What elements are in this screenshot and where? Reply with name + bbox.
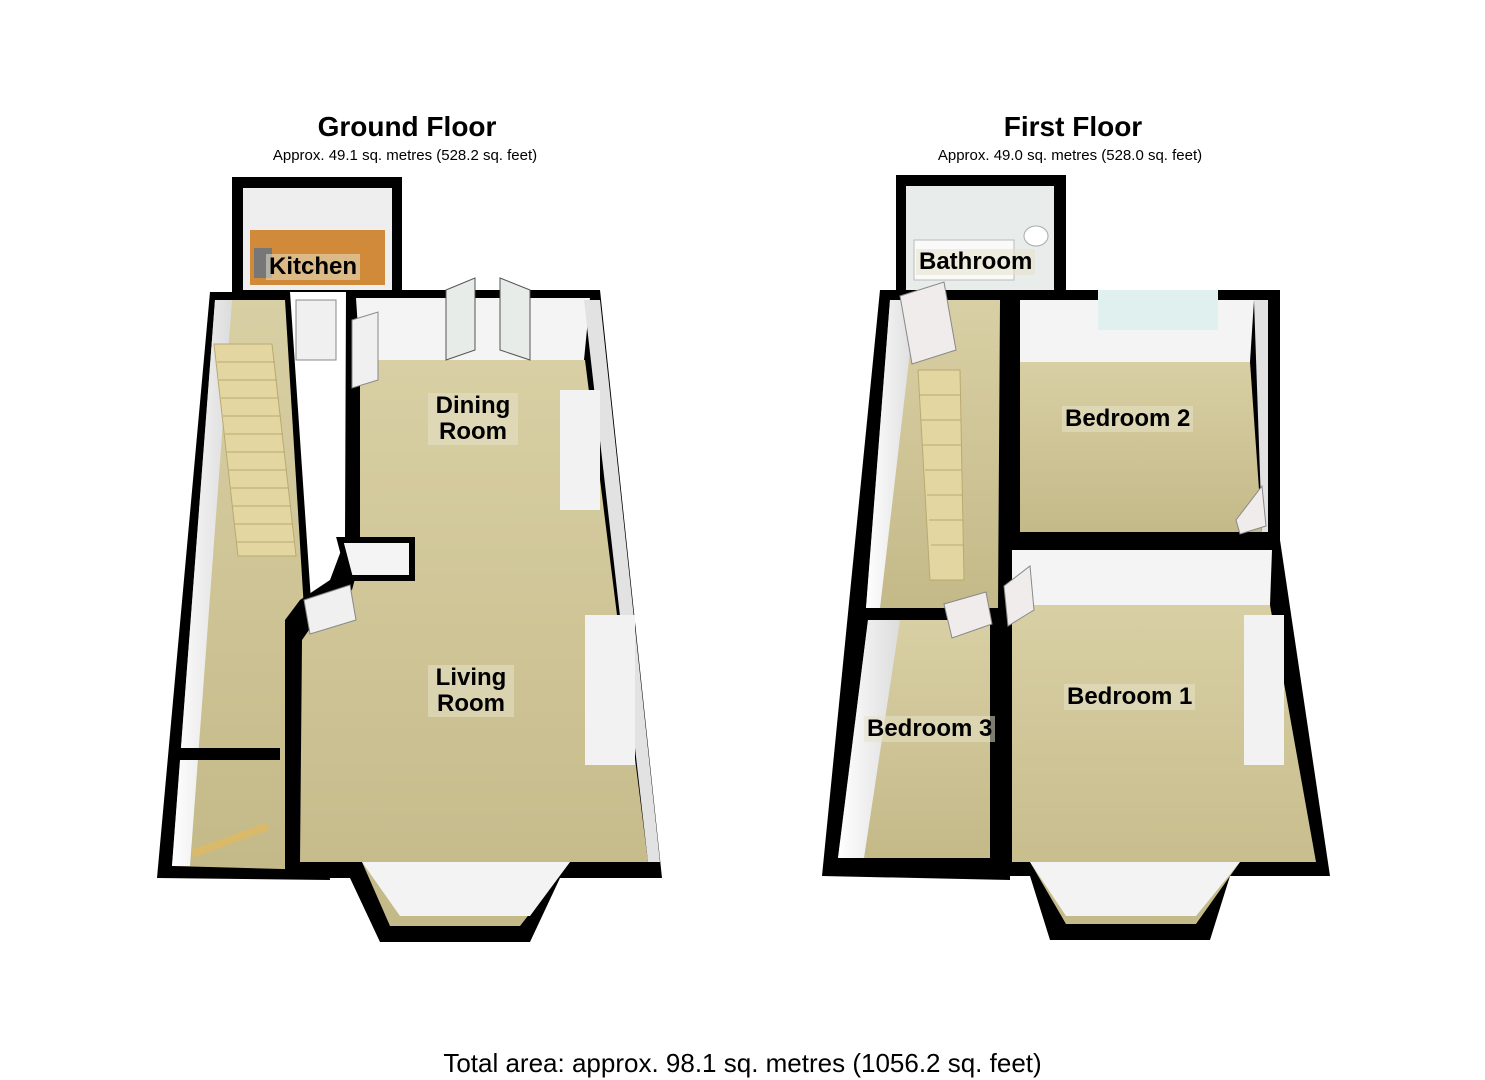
- room-label-bedroom-1: Bedroom 1: [1064, 684, 1196, 710]
- room-label-living-room: Living Room: [428, 665, 514, 717]
- room-label-bedroom-2: Bedroom 2: [1062, 406, 1194, 432]
- living-partition: [336, 537, 415, 581]
- bathroom-door: [899, 281, 957, 365]
- bedroom-2-door: [1235, 484, 1267, 535]
- bay-window: [362, 862, 570, 916]
- bedroom-1-door: [1003, 565, 1035, 627]
- bedroom-2-floor: [1020, 362, 1262, 532]
- room-label-kitchen: Kitchen: [266, 254, 361, 280]
- dining-partition: [346, 360, 360, 536]
- hall-left-wall: [172, 300, 232, 866]
- bedroom-3-divider: [856, 608, 1002, 618]
- living-chimney: [585, 615, 635, 765]
- basin: [1023, 225, 1049, 247]
- room-label-bathroom: Bathroom: [916, 249, 1036, 275]
- dining-chimney: [560, 390, 600, 510]
- bedroom-1-back-wall: [1012, 550, 1272, 605]
- room-label-bedroom-3: Bedroom 3: [864, 716, 996, 742]
- stairs-ground: [213, 343, 297, 557]
- porch-door: [191, 822, 269, 858]
- bedroom-1-bay: [1030, 862, 1240, 916]
- kitchen-door: [295, 299, 337, 361]
- dining-door: [351, 311, 379, 389]
- ground-floor-area: Approx. 49.1 sq. metres (528.2 sq. feet): [272, 147, 538, 164]
- french-door-right: [499, 277, 531, 361]
- ground-floor-plan: [157, 177, 662, 942]
- first-floor-plan: [822, 175, 1330, 940]
- first-floor-title: First Floor: [1003, 111, 1143, 142]
- bedroom-1-chimney: [1244, 615, 1284, 765]
- total-area: Total area: approx. 98.1 sq. metres (105…: [443, 1048, 1042, 1078]
- first-floor-area: Approx. 49.0 sq. metres (528.0 sq. feet): [937, 147, 1203, 164]
- bedroom-2-window: [1098, 290, 1218, 330]
- room-label-dining-room: Dining Room: [428, 393, 518, 445]
- french-door-left: [445, 277, 476, 361]
- living-door: [303, 584, 357, 635]
- bedroom-3-door: [943, 591, 993, 639]
- ground-floor-title: Ground Floor: [317, 111, 497, 142]
- bedroom-3-right-wall: [990, 608, 1002, 864]
- stairs-first: [917, 369, 965, 581]
- landing-wall: [866, 300, 916, 608]
- bedroom-2-right-wall: [1254, 300, 1268, 532]
- porch-divider: [180, 748, 280, 760]
- reception-right-wall: [584, 300, 660, 862]
